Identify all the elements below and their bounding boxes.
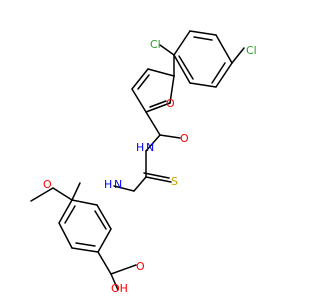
atom-cl-right: Cl [246, 44, 257, 57]
atom-h-amide: H [136, 141, 144, 154]
atom-o-amide: O [180, 132, 189, 145]
atom-s-thio: S [171, 175, 178, 188]
atom-h-thio: H [104, 178, 112, 191]
atom-n-amide: N [146, 141, 154, 154]
atom-o-acid: O [136, 260, 145, 273]
atom-oh-acid: OH [111, 282, 128, 295]
atom-o-methoxy: O [43, 178, 52, 191]
atom-cl-top: Cl [150, 38, 161, 51]
molecule-canvas: Cl Cl O O H N S H N O O OH [30, 30, 257, 295]
molecule-structure: Cl Cl O O H N S H N O O OH [30, 30, 257, 295]
bond-lines [30, 30, 245, 291]
atom-n-thio: N [114, 178, 122, 191]
atom-o-furan: O [166, 97, 175, 110]
